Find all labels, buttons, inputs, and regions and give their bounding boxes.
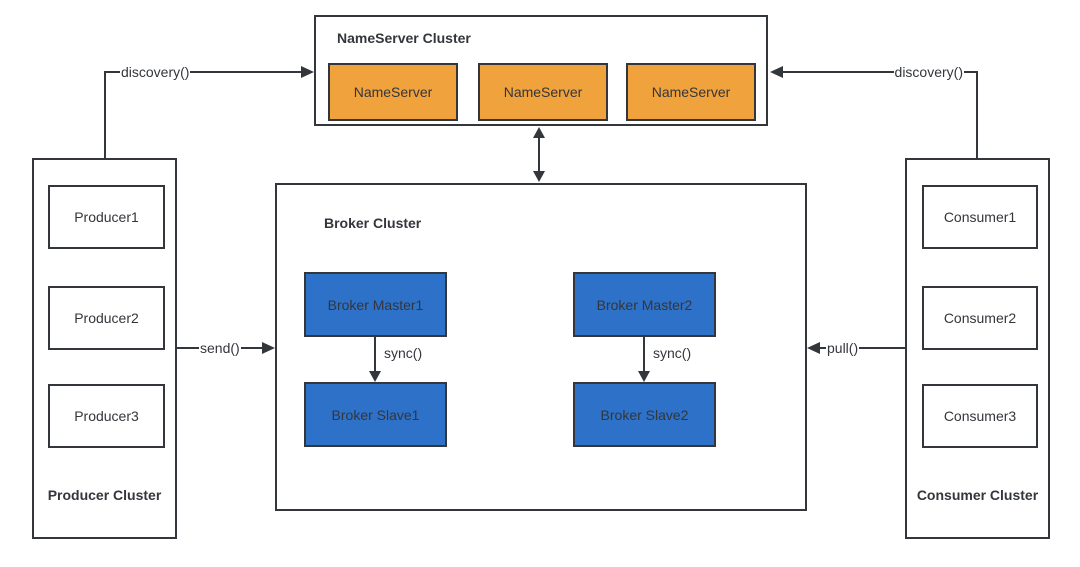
- arrow-left-icon: [770, 66, 783, 78]
- edge-line: [104, 71, 120, 73]
- arrow-right-icon: [262, 342, 275, 354]
- discovery-left-vertical-line: [104, 71, 106, 158]
- edge-line: [240, 347, 262, 349]
- arrow-up-icon: [533, 127, 545, 138]
- discovery-left-edge: discovery(): [104, 64, 314, 80]
- sync-arrow-1-head: [369, 371, 381, 382]
- producer-node-2: Producer2: [48, 286, 165, 350]
- edge-line: [177, 347, 199, 349]
- edge-line: [964, 71, 978, 73]
- sync-arrow-1-line: [374, 337, 376, 373]
- consumer-node-2: Consumer2: [922, 286, 1038, 350]
- consumer-node-1: Consumer1: [922, 185, 1038, 249]
- pull-edge: pull(): [807, 340, 905, 356]
- sync-label-2: sync(): [653, 345, 692, 361]
- nameserver-node-1: NameServer: [328, 63, 458, 121]
- broker-master-2: Broker Master2: [573, 272, 716, 337]
- send-edge: send(): [177, 340, 275, 356]
- producer-cluster-title: Producer Cluster: [47, 487, 162, 503]
- broker-cluster-title: Broker Cluster: [324, 215, 422, 231]
- discovery-left-label: discovery(): [121, 64, 190, 80]
- arrow-down-icon: [533, 171, 545, 182]
- send-label: send(): [200, 340, 240, 356]
- edge-line: [859, 347, 905, 349]
- consumer-cluster: Consumer1 Consumer2 Consumer3 Consumer C…: [905, 158, 1050, 539]
- producer-cluster: Producer1 Producer2 Producer3 Producer C…: [32, 158, 177, 539]
- broker-master-1: Broker Master1: [304, 272, 447, 337]
- discovery-right-label: discovery(): [894, 64, 963, 80]
- nameserver-broker-line: [538, 136, 540, 173]
- producer-node-3: Producer3: [48, 384, 165, 448]
- arrow-left-icon: [807, 342, 820, 354]
- edge-line: [783, 71, 894, 73]
- broker-slave-2: Broker Slave2: [573, 382, 716, 447]
- consumer-node-3: Consumer3: [922, 384, 1038, 448]
- consumer-cluster-title: Consumer Cluster: [916, 487, 1039, 503]
- broker-slave-1: Broker Slave1: [304, 382, 447, 447]
- arrow-right-icon: [301, 66, 314, 78]
- pull-label: pull(): [827, 340, 859, 356]
- sync-arrow-2-head: [638, 371, 650, 382]
- producer-node-1: Producer1: [48, 185, 165, 249]
- broker-cluster: Broker Cluster Broker Master1 sync() Bro…: [275, 183, 807, 511]
- nameserver-cluster-title: NameServer Cluster: [337, 30, 471, 46]
- sync-arrow-2-line: [643, 337, 645, 373]
- discovery-right-vertical-line: [976, 71, 978, 158]
- sync-label-1: sync(): [384, 345, 423, 361]
- edge-line: [190, 71, 301, 73]
- nameserver-node-2: NameServer: [478, 63, 608, 121]
- discovery-right-edge: discovery(): [770, 64, 978, 80]
- edge-line: [820, 347, 826, 349]
- nameserver-node-3: NameServer: [626, 63, 756, 121]
- nameserver-cluster: NameServer Cluster NameServer NameServer…: [314, 15, 768, 126]
